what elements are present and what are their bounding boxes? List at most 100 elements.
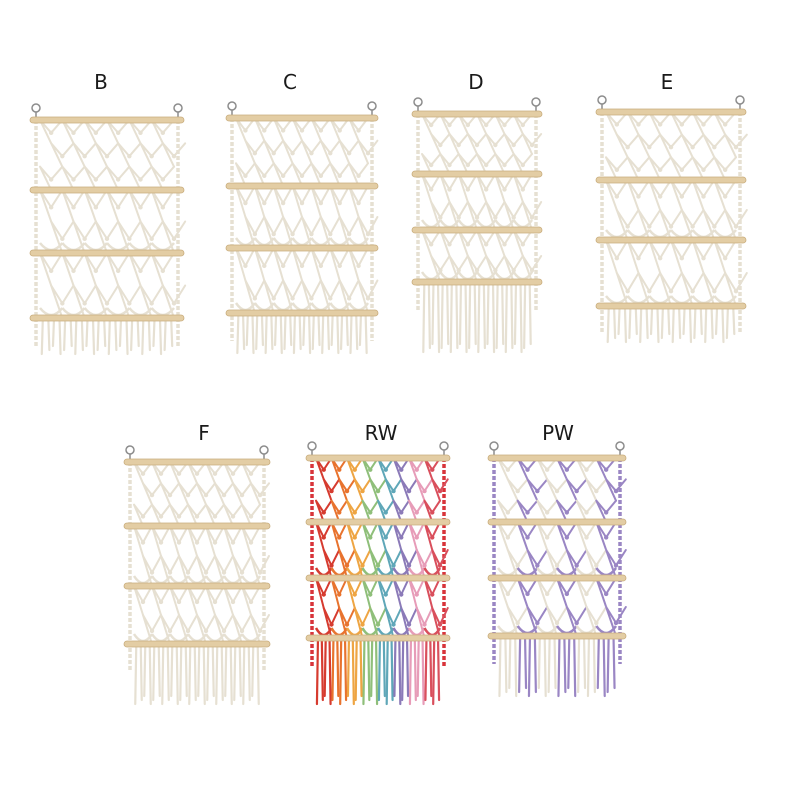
fringe-strand xyxy=(432,638,436,706)
fringe-strand xyxy=(359,638,363,698)
fringe-strand xyxy=(85,318,89,348)
fringe-strand xyxy=(468,282,472,350)
knot xyxy=(520,242,526,247)
knot xyxy=(140,471,146,476)
knot xyxy=(140,540,146,545)
knot xyxy=(115,268,121,274)
macrame-hanger-b[interactable] xyxy=(24,98,190,360)
knot xyxy=(438,268,443,273)
knot xyxy=(447,162,452,168)
knot xyxy=(140,599,146,605)
knot xyxy=(280,200,286,206)
hook-left-icon xyxy=(413,97,423,107)
knot xyxy=(722,122,728,127)
knot xyxy=(584,591,589,597)
knot xyxy=(337,128,342,133)
knot xyxy=(701,255,706,261)
fringe-strand xyxy=(114,318,118,352)
fringe-strand xyxy=(398,638,402,706)
fringe-strand xyxy=(682,306,686,336)
fringe-strand xyxy=(236,313,240,355)
knot xyxy=(502,162,507,168)
wooden-rod-2 xyxy=(29,186,185,194)
fringe-strand xyxy=(80,318,84,352)
hook-left-icon xyxy=(307,441,317,451)
knot xyxy=(502,242,507,247)
knot xyxy=(447,242,452,247)
macrame-hanger-e[interactable] xyxy=(590,94,752,358)
knot xyxy=(701,194,706,199)
knot xyxy=(668,288,674,294)
macrame-hanger-pw[interactable] xyxy=(482,440,632,702)
knot xyxy=(346,150,352,156)
fringe-strand xyxy=(678,306,682,340)
wooden-rod-4 xyxy=(305,634,451,642)
knot xyxy=(356,263,361,269)
knot xyxy=(138,130,143,136)
fringe-strand xyxy=(139,644,143,702)
macrame-hanger-c[interactable] xyxy=(220,98,384,360)
fringe-strand xyxy=(193,644,197,702)
fringe-strand xyxy=(279,313,283,355)
knot xyxy=(474,142,480,148)
fringe-strand xyxy=(704,306,708,344)
knot xyxy=(701,167,706,172)
knot xyxy=(657,255,663,261)
knot xyxy=(520,122,526,128)
knot xyxy=(428,162,434,168)
fringe-strand xyxy=(523,636,528,690)
knot xyxy=(346,296,352,301)
wooden-rod-1 xyxy=(29,116,185,124)
knot xyxy=(391,563,396,568)
fringe-strand xyxy=(336,638,340,698)
knot xyxy=(360,622,365,627)
knot xyxy=(657,167,663,172)
macrame-hanger-rw[interactable] xyxy=(300,440,456,710)
knot xyxy=(318,263,324,269)
knot xyxy=(422,563,427,568)
fringe-strand xyxy=(710,306,714,340)
knot xyxy=(360,488,365,494)
fringe-strand xyxy=(251,644,255,698)
knot xyxy=(318,128,324,133)
knot xyxy=(613,620,619,626)
knot xyxy=(614,167,620,172)
fringe-strand xyxy=(166,644,170,702)
wooden-rod-3 xyxy=(123,582,271,590)
fringe-strand xyxy=(273,313,278,347)
macrame-hanger-f[interactable] xyxy=(118,444,276,710)
knot xyxy=(603,535,609,540)
knot xyxy=(535,563,540,568)
macrame-hanger-d[interactable] xyxy=(406,97,548,358)
knot xyxy=(115,130,121,136)
knot xyxy=(171,301,177,306)
knot xyxy=(239,492,245,498)
fringe-strand xyxy=(125,318,129,356)
fringe-strand xyxy=(188,644,192,706)
knot xyxy=(104,236,110,242)
knot xyxy=(230,514,236,519)
fringe-strand xyxy=(289,313,293,347)
knot xyxy=(271,150,276,156)
knot xyxy=(456,268,461,273)
knot xyxy=(337,535,342,540)
fringe-strand xyxy=(74,318,78,356)
knot xyxy=(299,173,305,178)
fringe-strand xyxy=(69,318,73,348)
knot xyxy=(185,570,191,575)
fringe-strand xyxy=(628,306,632,340)
knot xyxy=(167,492,173,498)
fringe-strand xyxy=(292,313,297,355)
fringe-strand xyxy=(382,638,386,698)
knot xyxy=(574,563,579,568)
knot xyxy=(502,187,507,192)
knot xyxy=(93,268,99,274)
fringe-strand xyxy=(220,644,224,702)
knot xyxy=(447,187,452,192)
fringe-strand xyxy=(377,638,382,702)
knot xyxy=(71,205,76,210)
knot xyxy=(365,296,371,301)
fringe-strand xyxy=(537,636,541,690)
knot xyxy=(309,231,314,237)
fringe-strand xyxy=(429,638,433,698)
